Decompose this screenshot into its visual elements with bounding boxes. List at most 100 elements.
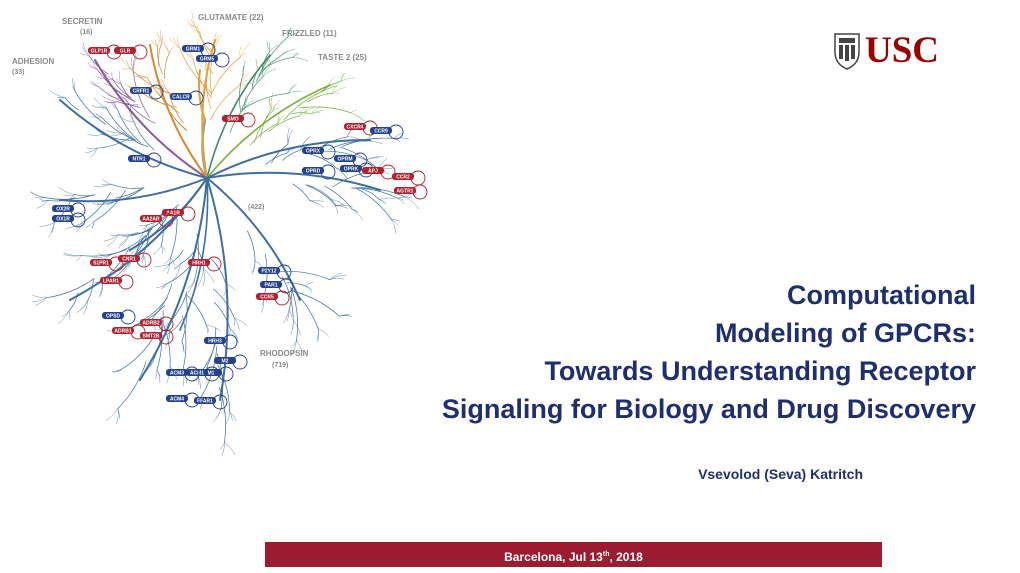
tree-branch [167, 263, 170, 274]
tree-branch [217, 365, 231, 413]
tree-branch [258, 56, 280, 77]
receptor-badge-label: FFAR1 [197, 399, 213, 405]
receptor-badge-label: S1PR1 [93, 261, 109, 267]
tree-branch [117, 115, 135, 123]
tree-branch [237, 79, 248, 87]
tree-branch [391, 219, 399, 226]
tree-branch [241, 92, 289, 110]
tree-branch [193, 233, 199, 283]
tree-branch [119, 71, 122, 85]
tree-branch [328, 140, 366, 150]
tree-branch [87, 61, 97, 70]
tree-branch [93, 184, 112, 187]
tree-branch [324, 185, 353, 210]
tree-branch [164, 257, 171, 264]
tree-branch [132, 53, 139, 70]
tree-branch [272, 100, 280, 111]
tree-branch [59, 177, 208, 203]
tree-branch [213, 288, 235, 319]
tree-branch [335, 204, 345, 206]
tree-branch [133, 121, 155, 151]
tree-branch [92, 62, 97, 70]
tree-branch [350, 112, 366, 123]
receptor-badge-label: OPRX [306, 149, 321, 155]
tree-branch [365, 157, 380, 161]
tree-branch [249, 123, 279, 146]
footer-place-date: Barcelona, Jul 13 [504, 550, 603, 564]
tree-branch [397, 196, 406, 199]
tree-branch [268, 115, 301, 132]
tree-branch [288, 84, 297, 94]
receptor-badge: S1PR1 [90, 256, 124, 272]
tree-branch [59, 99, 208, 179]
tree-branch [299, 105, 307, 117]
tree-branch [252, 260, 256, 275]
receptor-badge: OX1R [52, 212, 86, 228]
receptor-badge: PAR1 [260, 278, 294, 294]
receptor-badge: OPRM [334, 152, 368, 168]
tree-branch [288, 90, 301, 94]
receptor-badge: HRH3 [204, 334, 238, 350]
tree-branch [355, 188, 392, 220]
tree-branch [166, 46, 170, 53]
tree-branch [96, 68, 135, 102]
tree-branch [149, 357, 155, 367]
tree-branch [305, 282, 314, 287]
tree-branch [329, 274, 347, 280]
tree-branch [212, 407, 222, 423]
tree-branch [72, 86, 76, 93]
receptor-badge-label: OX1R [56, 217, 70, 223]
tree-branch [317, 328, 319, 342]
receptor-badge: SMT2B [140, 329, 174, 345]
tree-branch [168, 91, 184, 124]
tree-branch [239, 42, 251, 58]
tree-branch [271, 143, 289, 164]
family-count-rhodopsin: (719) [272, 362, 288, 369]
receptor-badge: OX2R [52, 202, 86, 218]
tree-branch [307, 93, 333, 103]
tree-branch [272, 107, 280, 111]
tree-branch [353, 187, 398, 199]
tree-branch [158, 92, 164, 99]
tree-branch [142, 229, 150, 255]
tree-branch [155, 369, 158, 380]
receptor-badge: ACM3 [166, 366, 200, 382]
author-name: Vsevolod (Seva) Katritch [698, 466, 863, 482]
tree-branch [241, 76, 264, 111]
tree-branch [36, 200, 49, 209]
tree-branch [246, 230, 256, 262]
tree-branch [286, 309, 290, 322]
tree-branch [266, 41, 270, 52]
tree-branch [155, 85, 170, 93]
tree-branch [87, 147, 98, 149]
tree-branch [198, 69, 206, 121]
receptor-badge-label: CNR1 [122, 257, 136, 263]
tree-branch [143, 214, 169, 233]
tree-branch [251, 69, 259, 91]
tree-branch [197, 26, 201, 34]
tree-branch [229, 411, 233, 421]
receptor-badge: FFAR1 [194, 394, 228, 410]
tree-branch [340, 72, 347, 82]
tree-branch [181, 295, 188, 342]
tree-branch [161, 35, 164, 43]
tree-branch [117, 361, 147, 409]
tree-branch [397, 197, 405, 205]
tree-branch [161, 79, 170, 93]
tree-branch [130, 105, 135, 123]
family-label-rhodopsin: RHODOPSIN [260, 349, 309, 358]
receptor-badge: CALCR [170, 90, 204, 106]
tree-branch [331, 199, 344, 205]
tree-branch [122, 67, 131, 70]
tree-branch [142, 253, 144, 264]
tree-branch [110, 235, 146, 256]
tree-branch [159, 29, 163, 43]
tree-branch [122, 235, 129, 238]
tree-branch [220, 407, 226, 414]
receptor-badge: AGTR1 [394, 184, 428, 200]
gpcr-phylogenetic-tree: SECRETIN (16) GLUTAMATE (22) FRIZZLED (1… [12, 11, 428, 457]
tree-branch [293, 320, 301, 336]
tree-branch [331, 87, 346, 94]
tree-branch [98, 253, 111, 256]
